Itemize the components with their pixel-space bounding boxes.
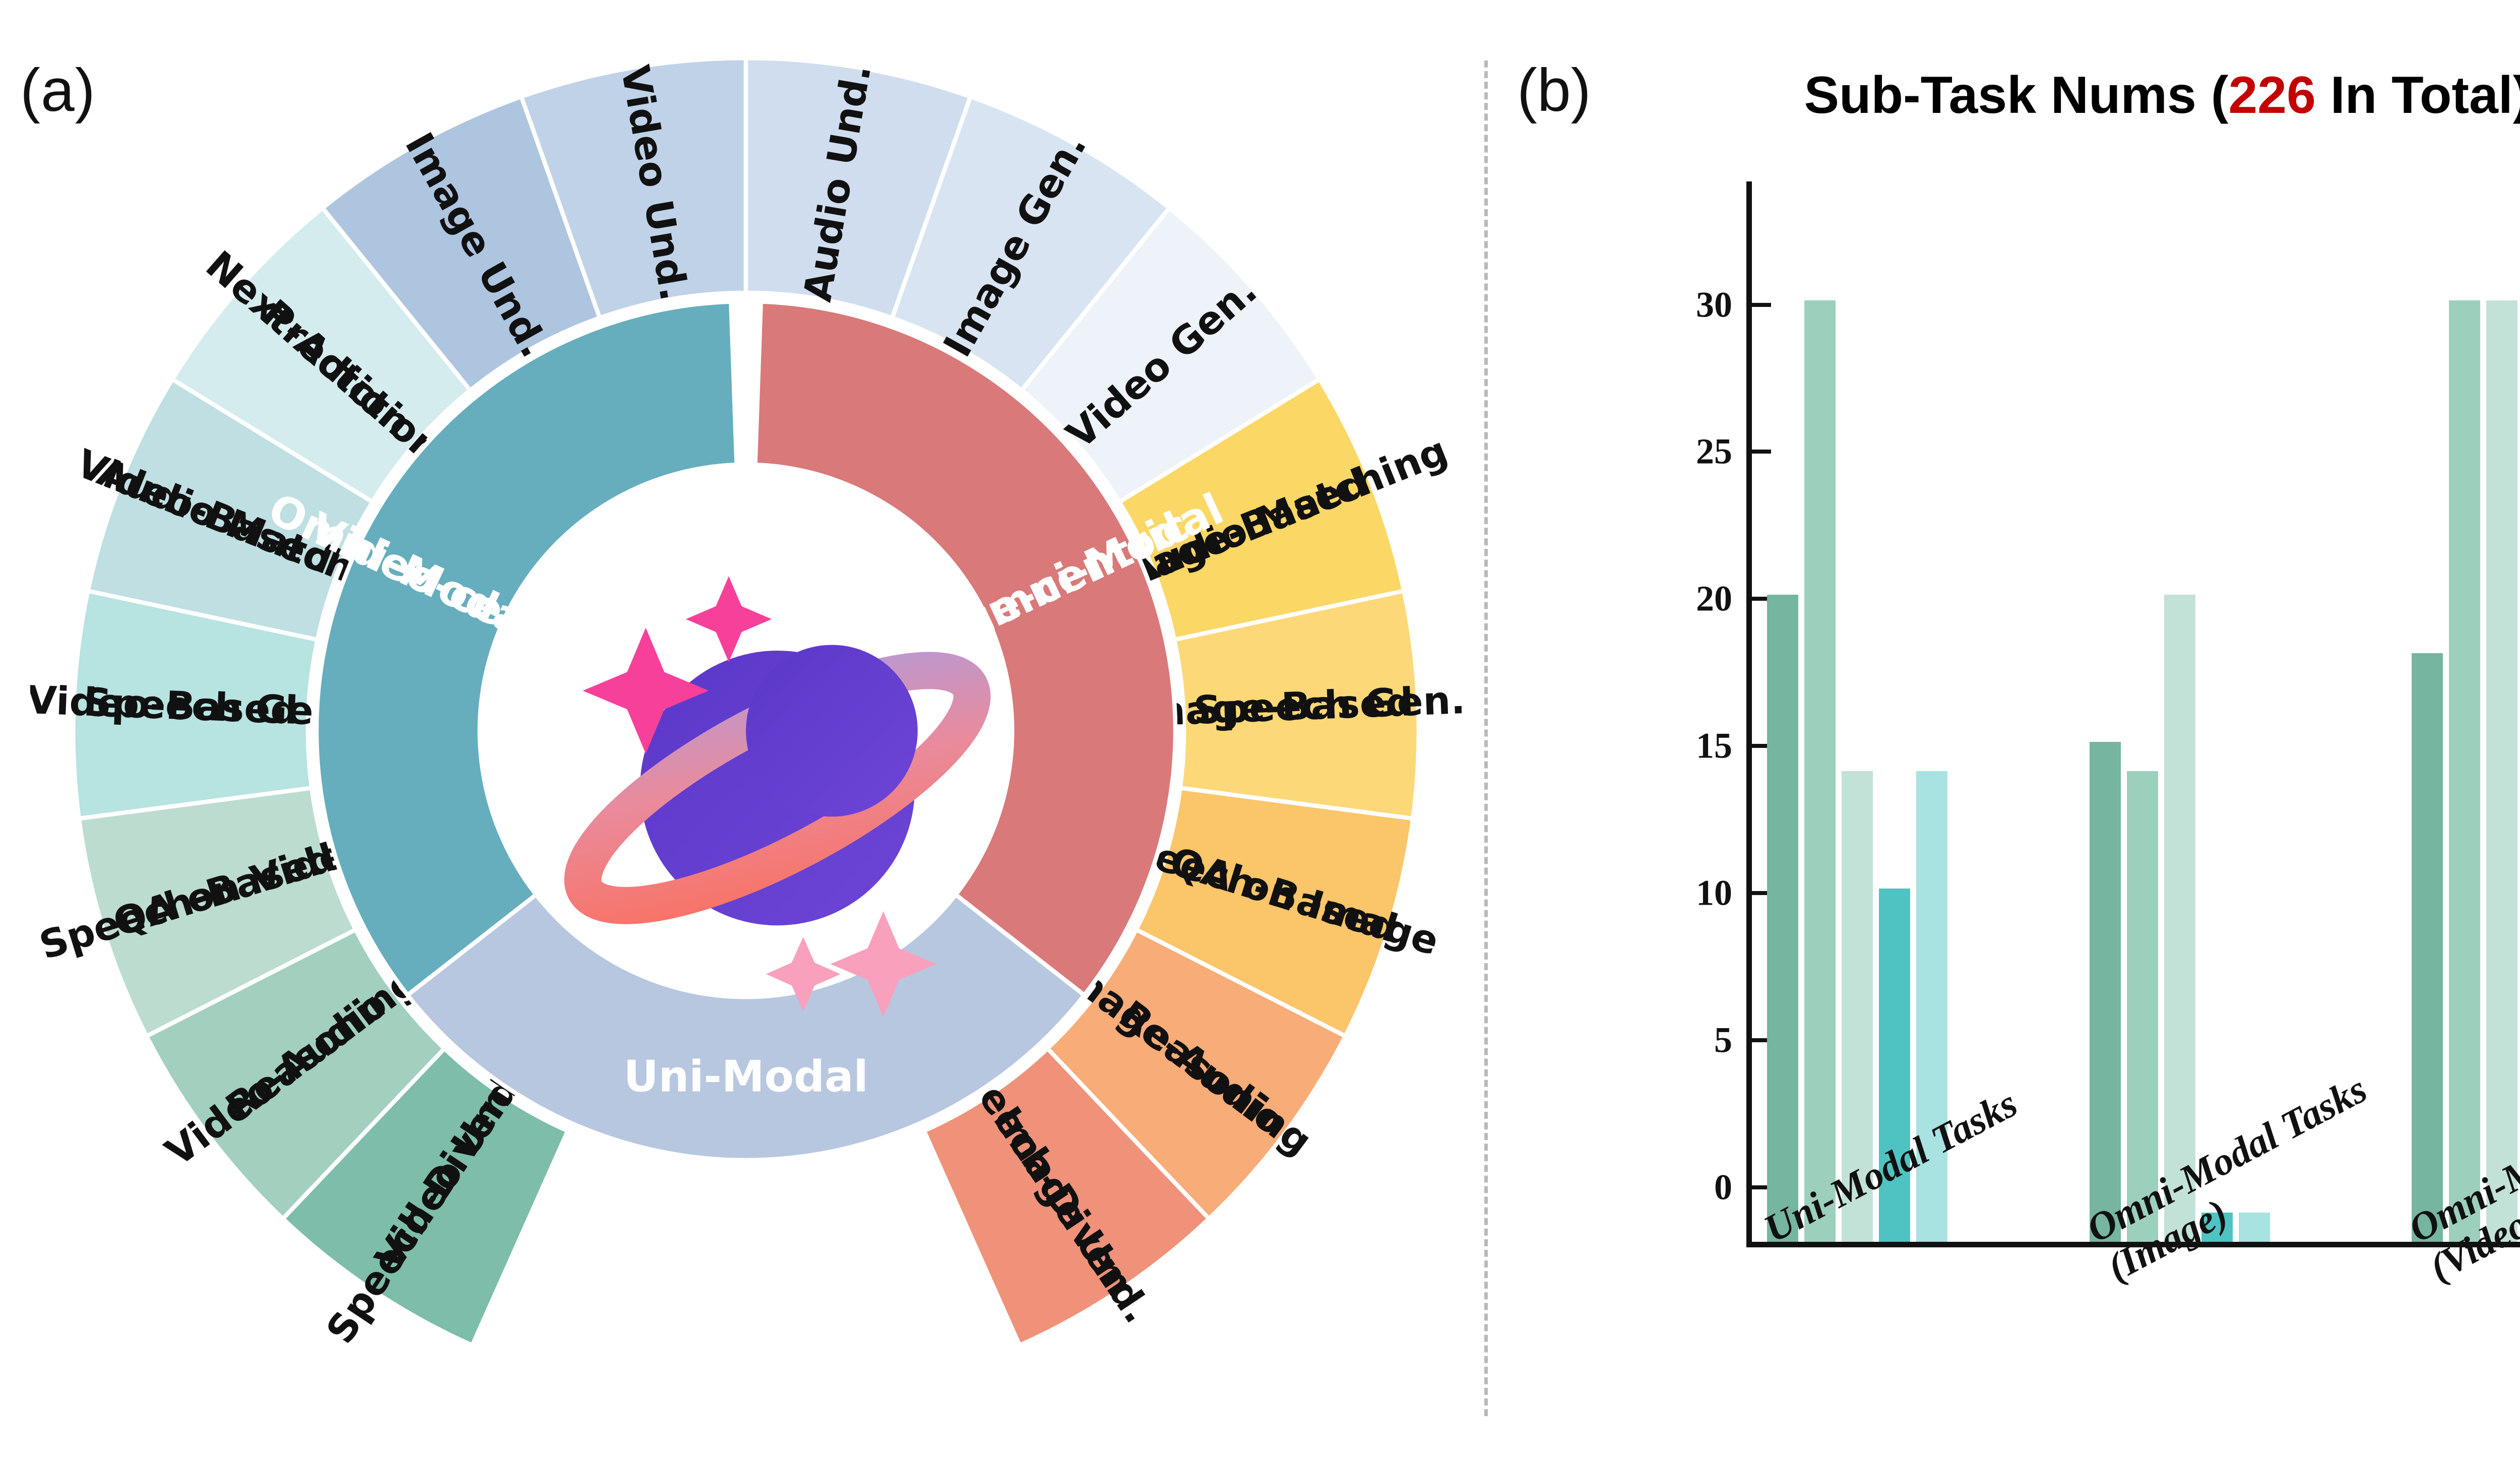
bar-group <box>2397 241 2520 1242</box>
y-tick <box>1752 1185 1771 1189</box>
y-tick-label: 25 <box>1696 431 1732 472</box>
bar <box>2164 594 2195 1242</box>
chart1-bars <box>1752 241 2520 1242</box>
wheel-inner-segment[interactable] <box>753 299 1178 998</box>
bar <box>2089 741 2121 1242</box>
bar-group <box>2074 241 2397 1242</box>
chart1-title: Sub-Task Nums (226 In Total) <box>1804 66 2520 124</box>
y-tick <box>1752 302 1771 307</box>
y-tick-label: 0 <box>1714 1167 1732 1208</box>
chart-sub-task-nums: Sub-Task Nums (226 In Total) 0 5 10 15 20 25 3… <box>1580 0 2520 1457</box>
bar-group <box>1752 241 2074 1242</box>
y-tick <box>1752 891 1771 896</box>
wheel-outer-label: Speech Gen. <box>1192 678 1462 733</box>
wheel-outer-label: Video-Based <box>30 678 299 733</box>
y-tick-label: 10 <box>1696 872 1732 913</box>
wheel-inner-segment[interactable] <box>314 299 739 998</box>
panel-b-label: (b) <box>1517 56 1591 124</box>
planet-sparkles-icon <box>564 576 991 1017</box>
bar <box>2238 1212 2270 1242</box>
wheel-inner-label: Uni-Modal <box>623 1052 868 1102</box>
y-tick <box>1752 1038 1771 1043</box>
bar <box>2449 300 2481 1242</box>
bar <box>2201 1212 2233 1242</box>
bar <box>1879 889 1910 1242</box>
bar <box>1767 594 1798 1242</box>
wheel-outer-segment[interactable] <box>921 1045 1212 1349</box>
bar <box>2486 300 2518 1242</box>
y-tick <box>1752 744 1771 748</box>
panel-divider <box>1484 60 1488 1416</box>
y-tick-label: 30 <box>1696 284 1732 325</box>
y-tick-label: 15 <box>1696 725 1732 766</box>
wheel-outer-label: Speech Gen. <box>83 680 357 735</box>
bar <box>1916 771 1947 1242</box>
bar <box>1842 771 1873 1242</box>
chart1-y-axis <box>1746 181 1752 1247</box>
y-tick-label: 20 <box>1696 578 1732 619</box>
panel-a-label: (a) <box>20 56 96 124</box>
chart1-x-axis <box>1746 1242 2520 1247</box>
bar <box>2126 771 2158 1242</box>
bar <box>1804 300 1836 1242</box>
y-tick <box>1752 597 1771 601</box>
y-tick-label: 5 <box>1714 1020 1732 1060</box>
bar <box>2412 653 2443 1242</box>
y-tick <box>1752 450 1771 454</box>
panel-b-charts: (b) Sub-Task Nums (226 In Total) 0 5 10 15 2… <box>1492 0 2520 1457</box>
